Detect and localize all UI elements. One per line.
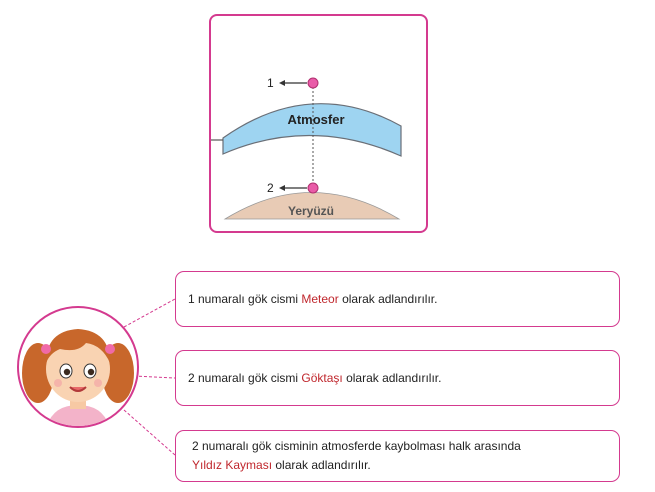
connector-3: [123, 409, 176, 456]
ground-label: Yeryüzü: [288, 204, 334, 218]
girl-avatar: [17, 306, 139, 428]
hair: [46, 329, 110, 363]
term-yildiz-kaymasi: Yıldız Kayması: [192, 458, 273, 472]
statement-3-after: olarak adlandırılır.: [272, 458, 371, 472]
marker-1-label: 1: [267, 76, 274, 90]
meteorite-object: [307, 182, 319, 194]
statement-1-before: 1 numaralı gök cismi: [188, 292, 302, 306]
statement-3-line1: 2 numaralı gök cisminin atmosferde kaybo…: [192, 439, 521, 453]
statement-2-after: olarak adlandırılır.: [342, 371, 442, 385]
hair-bow-right: [105, 344, 115, 354]
atmosphere-layer: [222, 103, 402, 157]
diagram-frame: Atmosfer Yeryüzü 1 2: [209, 14, 428, 233]
ground: [223, 192, 401, 220]
meteor-object: [307, 77, 319, 89]
smile: [69, 386, 87, 392]
connector-2: [133, 375, 176, 379]
pigtail-right: [102, 343, 134, 403]
statement-2-before: 2 numaralı gök cismi: [188, 371, 302, 385]
arrow-1-head: [279, 80, 285, 86]
statement-goktasi: 2 numaralı gök cismi Göktaşı olarak adla…: [175, 350, 620, 406]
term-meteor: Meteor: [301, 292, 339, 306]
statement-1-after: olarak adlandırılır.: [338, 292, 438, 306]
shirt: [46, 405, 110, 426]
arrow-2-head: [279, 185, 285, 191]
term-goktasi: Göktaşı: [301, 371, 343, 385]
face: [46, 336, 110, 402]
atmosphere-label: Atmosfer: [287, 112, 344, 127]
hair-bow-left: [41, 344, 51, 354]
statement-yildiz-kaymasi: 2 numaralı gök cisminin atmosferde kaybo…: [175, 430, 620, 482]
statement-meteor: 1 numaralı gök cismi Meteor olarak adlan…: [175, 271, 620, 327]
pigtail-left: [22, 343, 54, 403]
marker-2-label: 2: [267, 181, 274, 195]
atmosphere-diagram: Atmosfer Yeryüzü 1 2: [211, 76, 402, 220]
